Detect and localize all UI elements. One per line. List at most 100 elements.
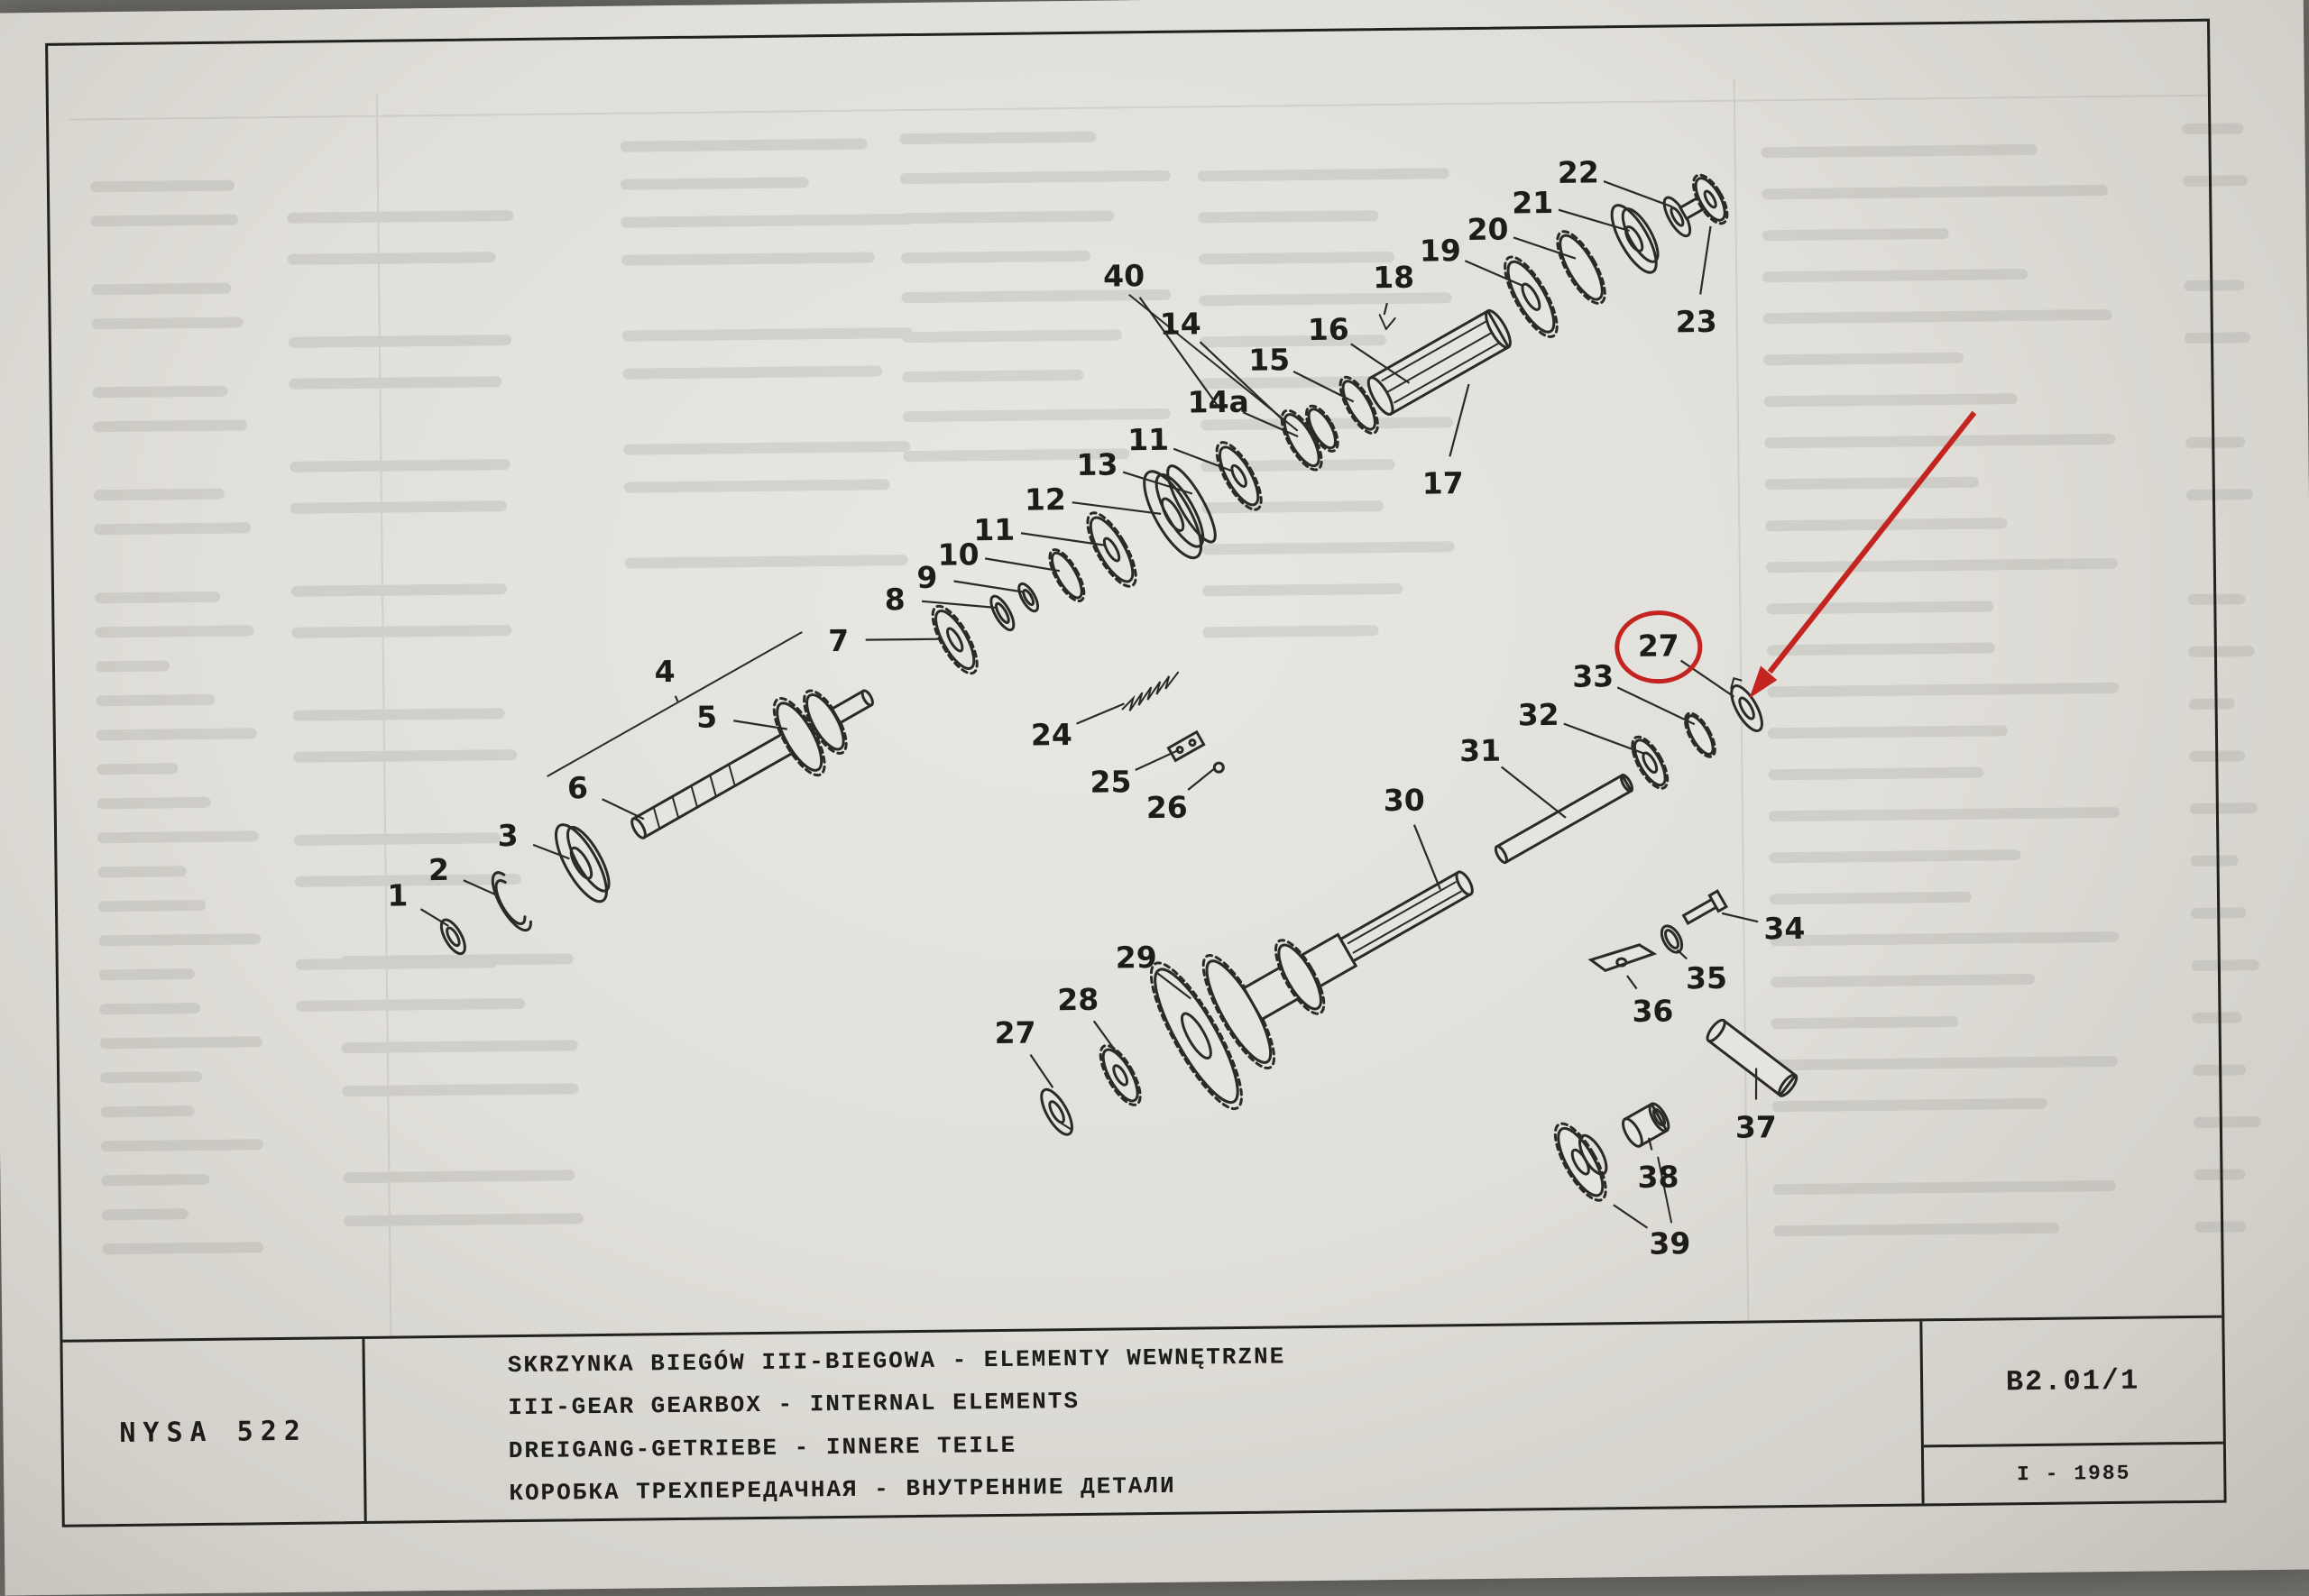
callout-5: 5 <box>696 699 717 734</box>
callout-12: 12 <box>1025 482 1066 518</box>
callout-19: 19 <box>1420 233 1461 269</box>
callout-leader-30 <box>1412 824 1441 890</box>
callout-15: 15 <box>1248 342 1290 378</box>
callout-leader-8 <box>921 600 998 610</box>
callout-leader-19 <box>1464 260 1524 288</box>
callout-2: 2 <box>428 852 449 887</box>
model-label: NYSA 522 <box>62 1338 367 1525</box>
part-circlip-2 <box>491 871 532 932</box>
callout-36: 36 <box>1632 993 1673 1029</box>
callout-3: 3 <box>497 818 518 853</box>
callout-31: 31 <box>1459 733 1501 769</box>
callout-24: 24 <box>1031 717 1072 753</box>
parts-line-art <box>439 173 1798 1224</box>
callout-leader-11 <box>1020 532 1105 546</box>
callout-8: 8 <box>884 582 905 617</box>
callout-30: 30 <box>1384 783 1425 819</box>
callout-leader-40 <box>1138 297 1219 408</box>
callout-27: 27 <box>994 1015 1035 1051</box>
title-cell: SKRZYNKA BIEGÓW III-BIEGOWA - ELEMENTY W… <box>364 1321 1925 1521</box>
callout-4: 4 <box>654 654 675 689</box>
callout-11: 11 <box>1127 422 1169 458</box>
callout-leader-39 <box>1613 1204 1649 1229</box>
part-gear-39 <box>1553 1122 1608 1202</box>
part-gear-7 <box>931 604 979 675</box>
callout-leader-37 <box>1754 1068 1758 1100</box>
callout-leader-9 <box>953 580 1025 593</box>
title-english: III-GEAR GEARBOX - INTERNAL ELEMENTS <box>508 1388 1081 1422</box>
callout-leader-20 <box>1513 236 1577 260</box>
part-countershaft-cluster-29-30 <box>1149 870 1474 1111</box>
doc-ref-cell: B2.01/1 I - 1985 <box>1922 1317 2223 1504</box>
callout-leader-10 <box>985 557 1061 573</box>
callout-leader-24 <box>1076 702 1125 725</box>
callout-leader-4 <box>674 695 679 702</box>
callout-leader-26 <box>1187 768 1215 791</box>
callout-20: 20 <box>1467 212 1508 248</box>
callout-1: 1 <box>387 877 408 913</box>
callout-leader-38 <box>1647 1137 1653 1151</box>
callout-leader-25 <box>1135 748 1180 771</box>
callout-29: 29 <box>1116 940 1157 976</box>
part-tab-washer-27-lower <box>1040 1087 1073 1136</box>
part-lock-plate-36 <box>1587 943 1658 973</box>
title-block: NYSA 522 SKRZYNKA BIEGÓW III-BIEGOWA - E… <box>62 1315 2224 1525</box>
part-pin-37 <box>1706 1018 1798 1097</box>
part-splined-bushing-32 <box>1631 735 1670 790</box>
part-lock-ring-33 <box>1684 711 1716 758</box>
callout-11: 11 <box>973 512 1015 548</box>
callout-23: 23 <box>1676 304 1717 340</box>
callout-40: 40 <box>1103 258 1145 294</box>
callout-leader-23 <box>1699 225 1712 295</box>
callout-leader-2 <box>463 879 499 897</box>
part-bolt-34 <box>1681 889 1728 926</box>
part-gear-15 <box>1338 375 1379 435</box>
red-annotation-arrow <box>1749 410 1977 699</box>
part-idler-rod-31 <box>1494 773 1634 865</box>
part-ring-8 <box>989 594 1016 632</box>
part-spring-24 <box>1121 671 1180 711</box>
callout-14a: 14a <box>1187 384 1249 420</box>
part-tab-washer-27-upper <box>1730 677 1763 732</box>
callout-37: 37 <box>1735 1109 1777 1145</box>
callout-leader-28 <box>1092 1020 1118 1055</box>
part-ring-9 <box>1017 582 1040 613</box>
part-bearing-21 <box>1610 204 1660 274</box>
callout-leader-6 <box>602 798 645 821</box>
callout-leader-14 <box>1199 341 1284 422</box>
callout-25: 25 <box>1090 764 1131 800</box>
callout-leader-35 <box>1676 949 1688 960</box>
callout-10: 10 <box>937 537 979 573</box>
part-gear-19 <box>1504 255 1559 338</box>
callout-22: 22 <box>1558 154 1599 190</box>
callout-leader-21 <box>1558 208 1630 233</box>
part-bushing-38 <box>1622 1102 1670 1148</box>
part-bearing-3 <box>554 823 611 903</box>
callout-34: 34 <box>1763 911 1805 947</box>
callout-leader-13 <box>1122 471 1193 495</box>
part-toothed-ring-10 <box>1048 548 1086 603</box>
callout-leader-36 <box>1626 975 1638 990</box>
callout-leader-18 <box>1383 302 1388 316</box>
callout-leader-16 <box>1350 343 1411 384</box>
callout-leader-15 <box>1292 370 1355 403</box>
callout-18: 18 <box>1373 260 1414 296</box>
callout-leader-7 <box>865 637 940 641</box>
callout-35: 35 <box>1686 960 1727 996</box>
part-bearing-12-13 <box>1143 464 1217 560</box>
part-ball-26 <box>1212 761 1225 774</box>
part-washer-1 <box>439 918 466 956</box>
callout-leader-22 <box>1603 180 1673 208</box>
title-russian: КОРОБКА ТРЕХПЕРЕДАЧНАЯ - ВНУТРЕННИЕ ДЕТА… <box>509 1472 1176 1508</box>
callout-26: 26 <box>1146 790 1188 826</box>
callout-21: 21 <box>1512 185 1553 221</box>
callout-27: 27 <box>1638 628 1679 664</box>
callout-38: 38 <box>1637 1159 1679 1195</box>
part-gear-11a <box>1086 511 1137 588</box>
doc-code: B2.01/1 <box>1922 1317 2223 1448</box>
callout-7: 7 <box>828 623 849 658</box>
callout-leader-34 <box>1721 912 1759 923</box>
callout-13: 13 <box>1076 446 1118 482</box>
